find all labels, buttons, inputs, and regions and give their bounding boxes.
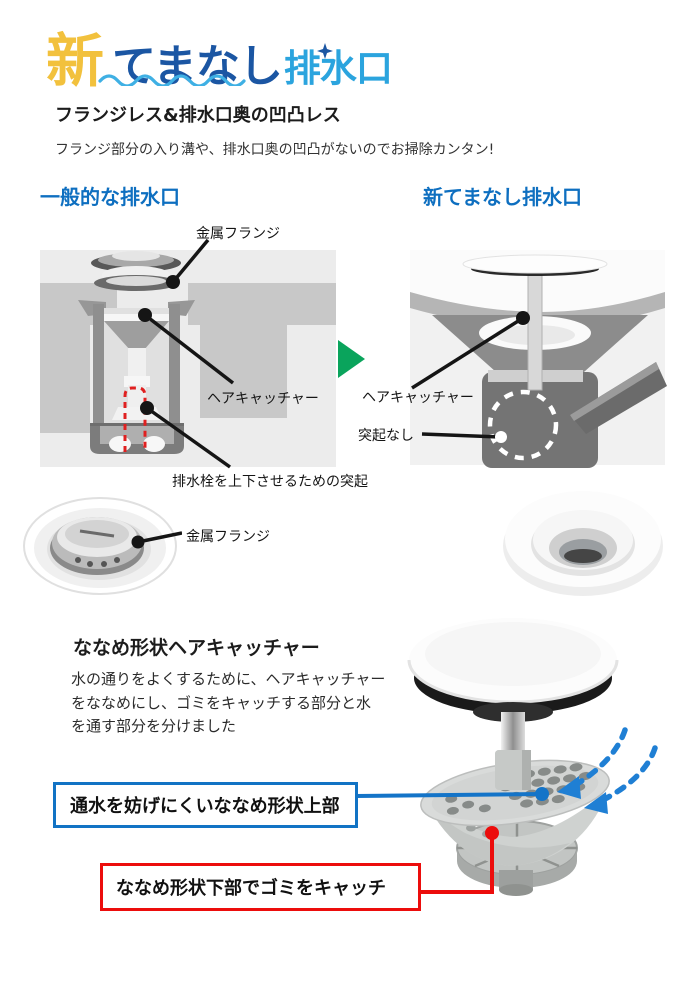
- feature2-description-line3: を通す部分を分けました: [71, 717, 237, 735]
- water-flow-arrows: [557, 727, 658, 814]
- left-column-label: 一般的な排水口: [40, 185, 180, 209]
- feature1-description: フランジ部分の入り溝や、排水口奥の凹凸がないのでお掃除カンタン!: [55, 142, 495, 158]
- metal-flange-photo-label: 金属フランジ: [186, 529, 270, 545]
- red-callout-box: ななめ形状下部でゴミをキャッチ: [100, 863, 421, 911]
- protrusion-dashed-outline: [123, 386, 147, 452]
- red-connector-line: [420, 833, 494, 894]
- brand-logo: 新 てまなし 排水口: [46, 14, 393, 95]
- right-column-label: 新てまなし排水口: [423, 185, 582, 209]
- blue-connector-line: [355, 792, 543, 798]
- transition-arrow-icon: [338, 340, 365, 378]
- feature2-description-line1: 水の通りをよくするために、ヘアキャッチャー: [71, 670, 386, 688]
- feature2-description-line2: をななめにし、ゴミをキャッチする部分と水: [71, 693, 372, 712]
- logo-sparkle-icon: [317, 43, 333, 59]
- callout-lines: [143, 238, 235, 469]
- blue-callout-text: 通水を妨げにくいななめ形状上部: [70, 796, 340, 817]
- feature1-heading: フランジレス&排水口奥の凹凸レス: [55, 105, 341, 126]
- logo-wave-icon: [98, 74, 246, 86]
- generic-drain-diagram: [40, 238, 336, 469]
- hair-catcher-label-right: ヘアキャッチャー: [362, 390, 474, 406]
- feature2-description: 水の通りをよくするために、ヘアキャッチャー をななめにし、ゴミをキャッチする部分…: [71, 668, 385, 739]
- red-callout-text: ななめ形状下部でゴミをキャッチ: [116, 878, 386, 899]
- callout-connectors: [355, 787, 549, 894]
- hair-catcher-label-left: ヘアキャッチャー: [207, 391, 319, 407]
- logo-text-new: 新: [46, 27, 104, 95]
- blue-callout-box: 通水を妨げにくいななめ形状上部: [53, 782, 358, 828]
- metal-flange-label: 金属フランジ: [196, 226, 280, 242]
- temanashi-flange-photo: [503, 491, 663, 596]
- feature2-heading: ななめ形状ヘアキャッチャー: [73, 637, 320, 659]
- protrusion-label: 排水栓を上下させるための突起: [172, 474, 368, 490]
- temanashi-drain-diagram: [410, 250, 667, 468]
- metal-flange-photo: [23, 497, 182, 595]
- no-protrusion-dashed-circle: [487, 389, 559, 461]
- logo-text-temanashi: てまなし: [112, 41, 283, 92]
- no-protrusion-label: 突起なし: [358, 428, 414, 444]
- logo-text-haisuikou: 排水口: [283, 47, 393, 90]
